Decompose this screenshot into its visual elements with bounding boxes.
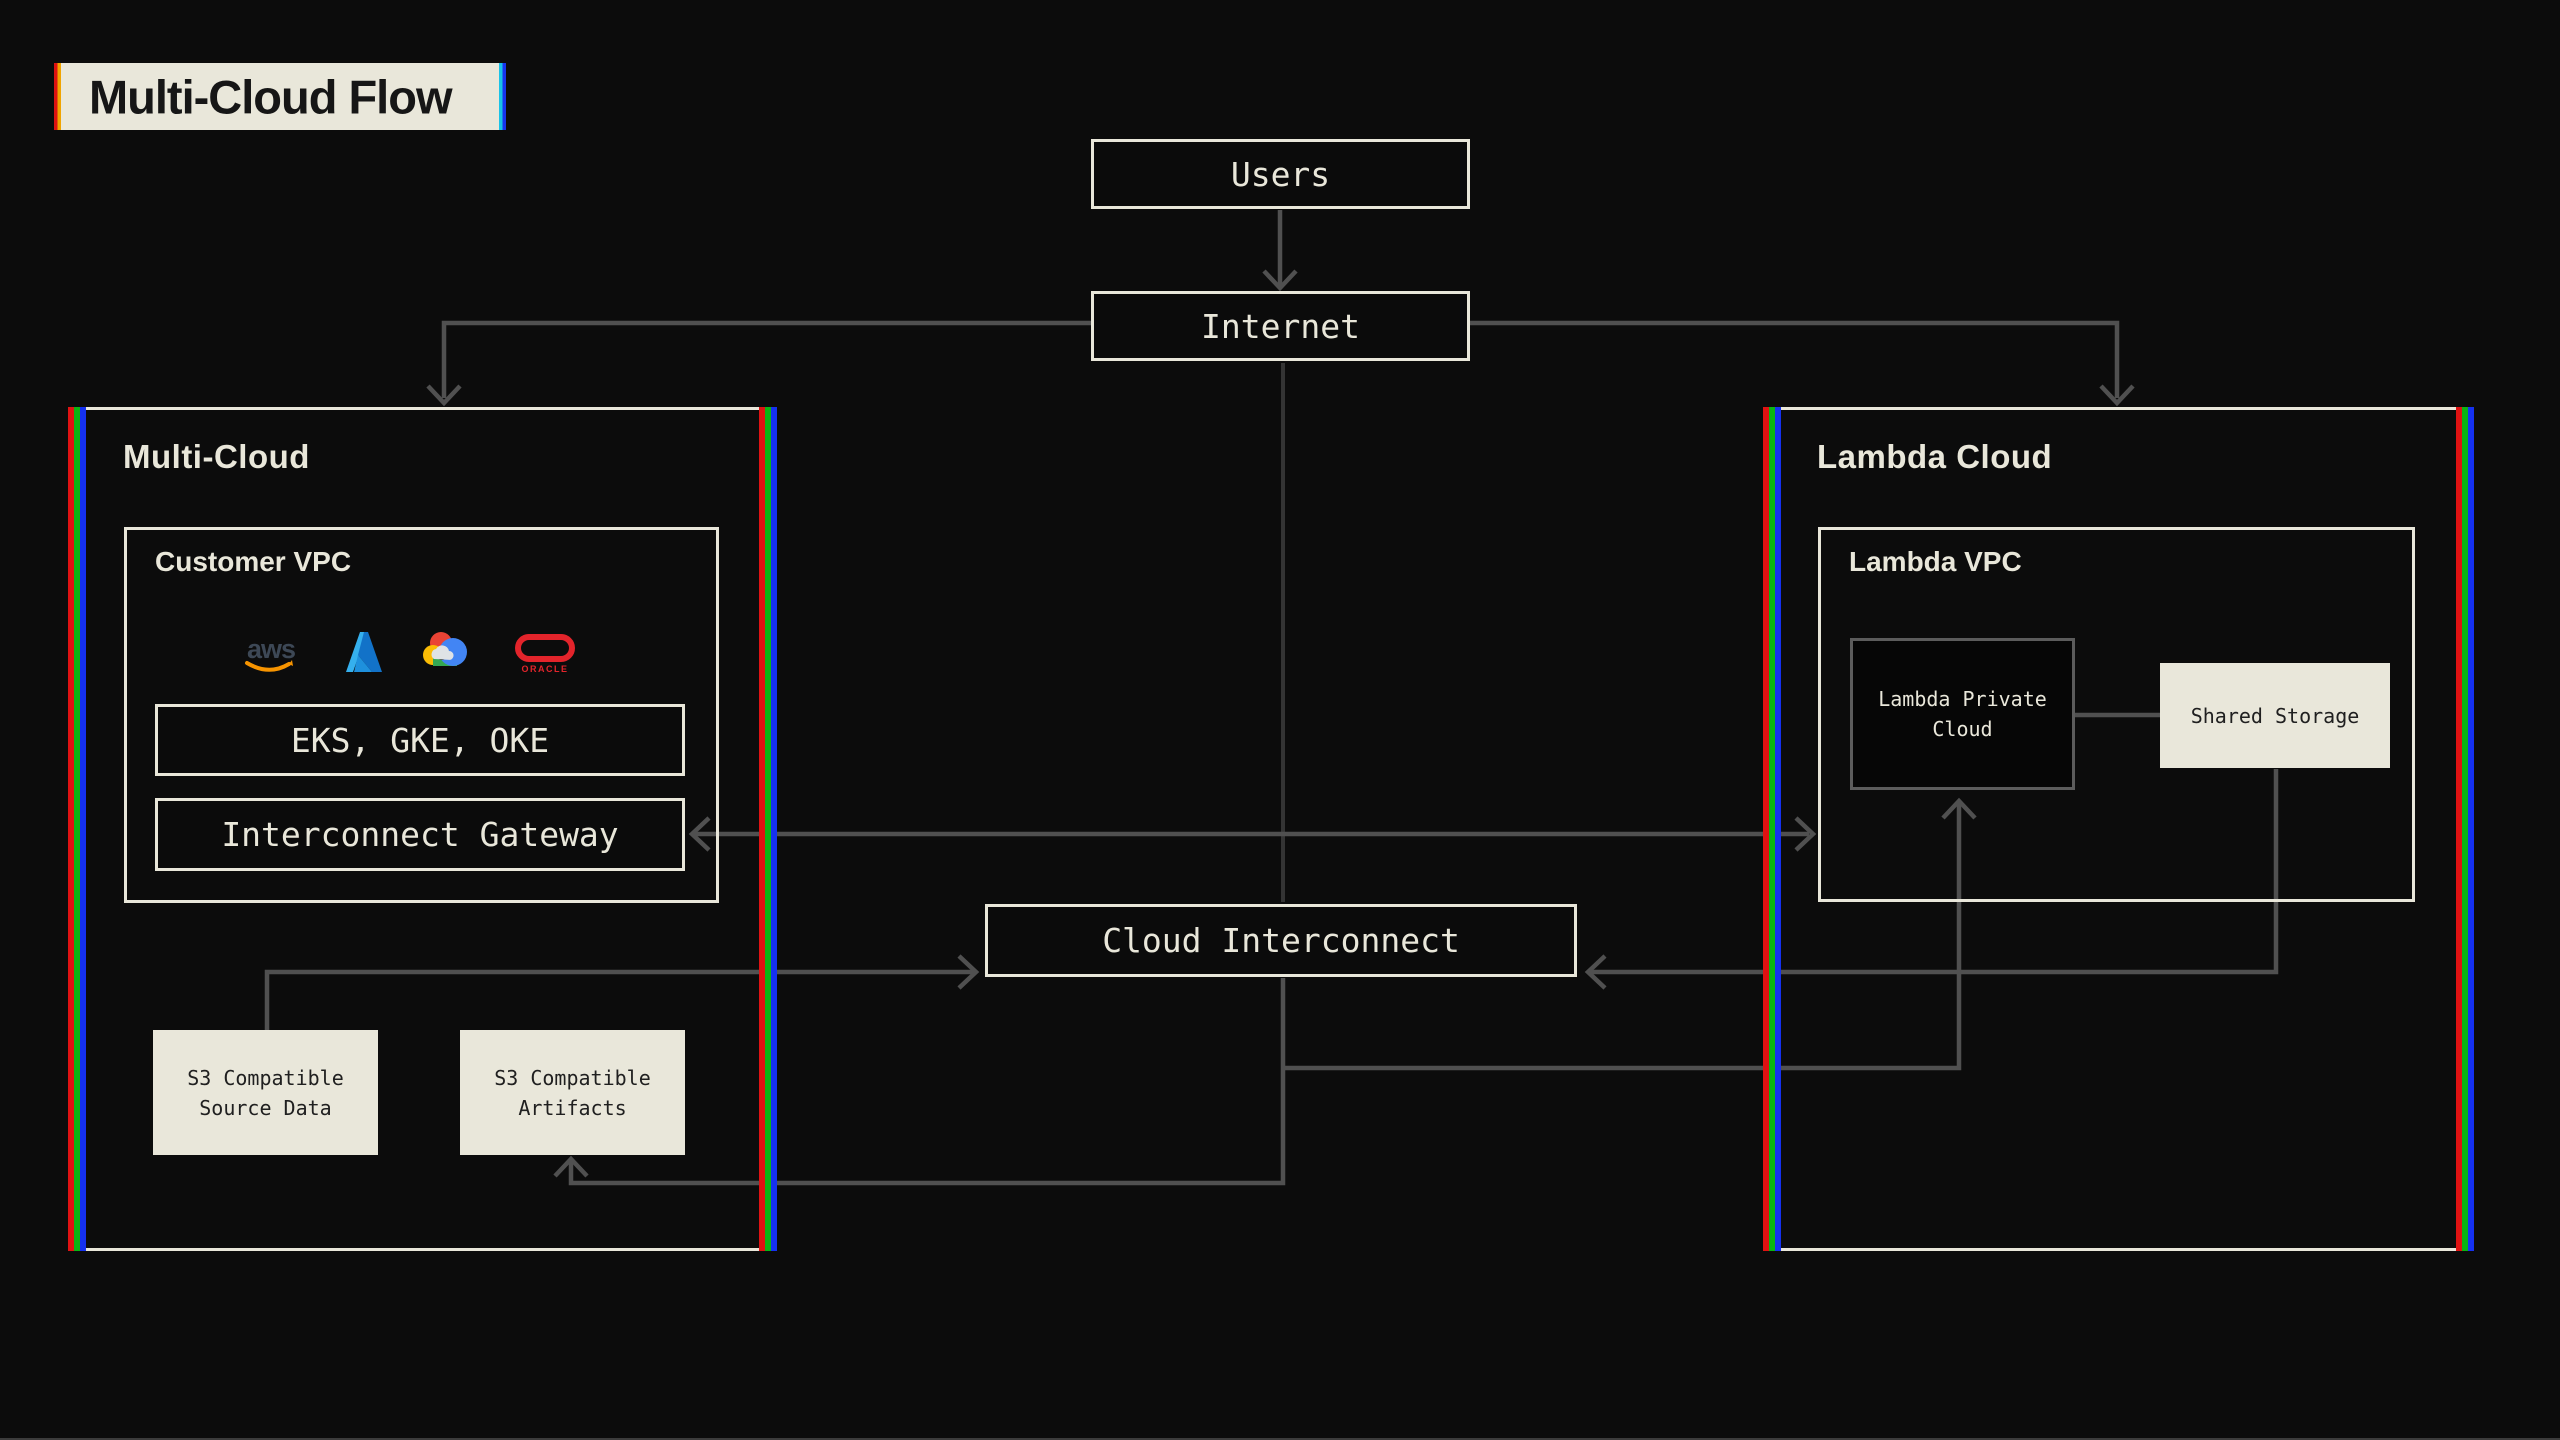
lambda-cloud-label: Lambda Cloud: [1817, 438, 2053, 475]
gcloud-inner-cloud-icon: [431, 645, 454, 660]
aws-logo-text: aws: [247, 634, 295, 664]
google-cloud-logo-icon: [420, 628, 470, 679]
lambda-cloud-right-stripe-icon: [2456, 407, 2474, 1251]
arrow-down-multicloud-icon: [426, 384, 462, 407]
aws-logo-icon: aws: [243, 630, 297, 681]
node-internet: Internet: [1091, 291, 1470, 361]
node-kubernetes-services: EKS, GKE, OKE: [155, 704, 685, 776]
lambda-private-cloud-line2: Cloud: [1932, 717, 1993, 741]
edge-internet-lambdacloud: [1470, 320, 2120, 398]
edge-s3source-interconnect: [264, 969, 974, 1030]
lambda-private-cloud-line1: Lambda Private: [1878, 687, 2047, 711]
customer-vpc-label: Customer VPC: [155, 546, 352, 577]
aws-smile-tip-icon: [289, 660, 293, 666]
oracle-ring-icon: [515, 634, 575, 662]
aws-smile-icon: [245, 661, 291, 672]
page-title: Multi-Cloud Flow: [54, 63, 506, 130]
cloud-interconnect-label: Cloud Interconnect: [1102, 921, 1460, 960]
arrow-left-gateway-icon: [688, 816, 711, 852]
customer-vpc-box: Customer VPC: [124, 527, 719, 903]
s3-artifacts-line1: S3 Compatible: [494, 1065, 651, 1090]
edge-interconnect-s3artifacts: [568, 978, 1286, 1186]
azure-logo-icon: [346, 630, 382, 679]
node-lambda-private-cloud: Lambda Private Cloud: [1850, 638, 2075, 790]
kubernetes-services-label: EKS, GKE, OKE: [290, 720, 550, 760]
edge-internet-multicloud: [441, 320, 1091, 398]
lambda-vpc-label: Lambda VPC: [1849, 546, 2022, 577]
node-cloud-interconnect: Cloud Interconnect: [985, 904, 1577, 977]
s3-source-line2: Source Data: [199, 1095, 332, 1120]
node-users-label: Users: [1230, 154, 1331, 194]
arrow-right-lambdavpc-icon: [1794, 816, 1817, 852]
arrow-left-interconnect-icon: [1584, 954, 1607, 990]
multi-cloud-right-stripe-icon: [759, 407, 777, 1251]
arrow-down-internet-icon: [1262, 269, 1298, 292]
container-lambda-cloud: Lambda Cloud: [1763, 407, 2474, 1251]
edge-interconnect-privatecloud: [1283, 803, 1962, 1071]
page-title-text: Multi-Cloud Flow: [89, 70, 453, 123]
oracle-logo-icon: ORACLE: [514, 634, 576, 679]
arrow-up-privatecloud-icon: [1941, 797, 1977, 820]
node-users: Users: [1091, 139, 1470, 209]
node-shared-storage: Shared Storage: [2160, 663, 2390, 768]
node-s3-source-data: S3 Compatible Source Data: [153, 1030, 378, 1155]
arrow-right-interconnect-icon: [957, 954, 980, 990]
shared-storage-label: Shared Storage: [2190, 703, 2360, 728]
arrow-down-lambdacloud-icon: [2099, 384, 2135, 407]
azure-right-icon: [358, 632, 382, 672]
multi-cloud-label: Multi-Cloud: [123, 438, 310, 475]
title-fringe-left: [54, 63, 61, 130]
node-s3-artifacts: S3 Compatible Artifacts: [460, 1030, 685, 1155]
arrow-up-s3artifacts-icon: [553, 1155, 589, 1178]
azure-foot-icon: [354, 655, 372, 672]
title-fringe-right: [499, 63, 506, 130]
lambda-cloud-left-stripe-icon: [1763, 407, 1781, 1251]
multi-cloud-left-stripe-icon: [68, 407, 86, 1251]
s3-artifacts-line2: Artifacts: [518, 1095, 627, 1120]
lambda-vpc-box: Lambda VPC: [1818, 527, 2415, 902]
s3-source-line1: S3 Compatible: [187, 1065, 344, 1090]
edge-storage-interconnect: [1590, 769, 2279, 975]
screen-bottom-edge: [0, 1438, 2560, 1440]
container-multi-cloud: Multi-Cloud: [68, 407, 777, 1251]
node-internet-label: Internet: [1201, 306, 1360, 346]
node-interconnect-gateway: Interconnect Gateway: [155, 798, 685, 871]
interconnect-gateway-label: Interconnect Gateway: [221, 815, 619, 854]
oracle-logo-text: ORACLE: [522, 664, 569, 674]
